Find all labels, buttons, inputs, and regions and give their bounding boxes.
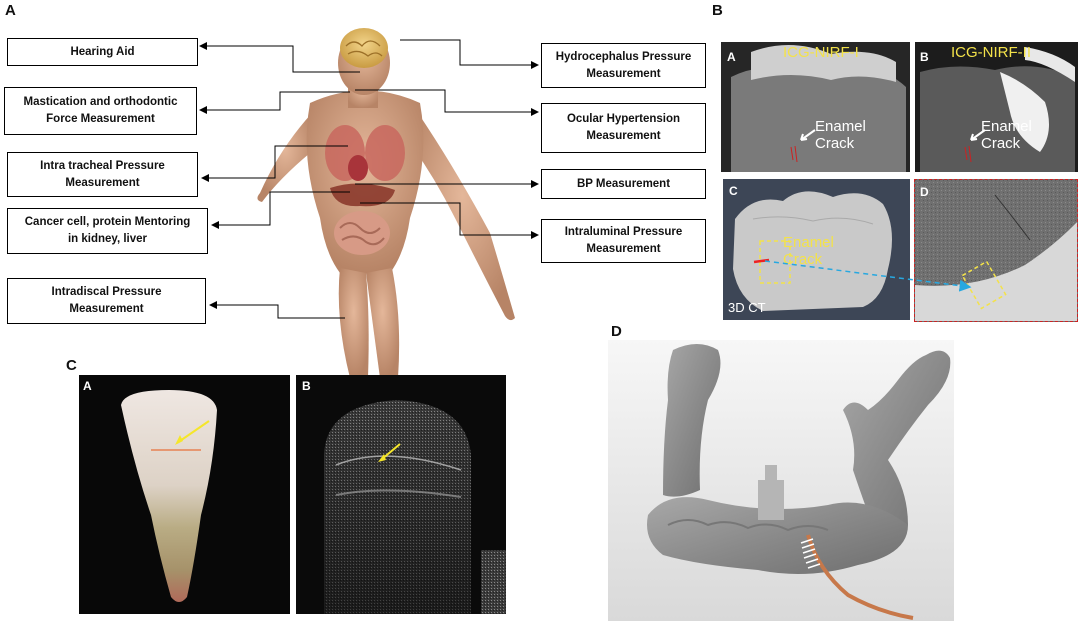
sub-letter: C (729, 184, 738, 198)
callout-text: Mastication and orthodontic Force Measur… (23, 96, 178, 125)
white-arrow-icon (800, 129, 816, 141)
ct-zoom-image: D (914, 179, 1078, 322)
enamel-crack-label: Enamel Crack (815, 118, 866, 153)
sub-letter: D (920, 185, 929, 199)
sub-letter: A (727, 50, 736, 64)
ct-3d-image: C Enamel Crack 3D CT (723, 179, 910, 320)
panel-d-letter: D (611, 323, 622, 340)
panel-a-connectors (199, 39, 539, 319)
white-arrow-icon (970, 129, 986, 141)
ct-3d-label: 3D CT (728, 300, 766, 315)
callout-text: Intra tracheal Pressure Measurement (40, 159, 165, 189)
panel-a-letter: A (5, 2, 16, 19)
callout-text: Cancer cell, protein Mentoring in kidney… (24, 216, 191, 245)
callout-intraluminal-pressure: Intraluminal Pressure Measurement (541, 219, 706, 263)
callout-text: Hydrocephalus Pressure Measurement (555, 50, 692, 80)
tooth-photo: A (79, 375, 290, 614)
callout-ocular-hypertension: Ocular Hypertension Measurement (541, 103, 706, 153)
callout-bp-measurement: BP Measurement (541, 169, 706, 199)
panel-b-letter: B (712, 2, 723, 19)
panel-c-letter: C (66, 357, 77, 374)
nirf-i-title: ICG-NIRF-I (783, 44, 859, 61)
oct-scan-image: B (296, 375, 506, 614)
callout-text: Hearing Aid (70, 45, 135, 58)
enamel-crack-label: Enamel Crack (981, 118, 1032, 153)
callout-hydrocephalus-pressure: Hydrocephalus Pressure Measurement (541, 43, 706, 88)
sub-letter: A (83, 379, 92, 393)
human-anatomy-illustration (257, 28, 515, 378)
blue-dashed-arrow (764, 260, 972, 292)
callout-text: Intraluminal Pressure Measurement (564, 226, 683, 255)
callout-text: BP Measurement (576, 177, 671, 190)
callout-intradiscal-pressure: Intradiscal Pressure Measurement (7, 278, 206, 324)
callout-hearing-aid: Hearing Aid (7, 38, 198, 66)
callout-mastication-force: Mastication and orthodontic Force Measur… (4, 87, 197, 135)
mandible-3d-model (608, 340, 954, 621)
nirf-i-image: A ICG-NIRF-I Enamel Crack (721, 42, 910, 172)
nirf-ii-title: ICG-NIRF-II (951, 44, 1031, 61)
sub-letter: B (920, 50, 929, 64)
callout-text: Intradiscal Pressure Measurement (51, 286, 162, 315)
nirf-ii-image: B ICG-NIRF-II Enamel Crack (915, 42, 1078, 172)
callout-text: Ocular Hypertension Measurement (566, 113, 681, 142)
sub-letter: B (302, 379, 311, 393)
callout-cancer-cell-monitoring: Cancer cell, protein Mentoring in kidney… (7, 208, 208, 254)
callout-intra-tracheal-pressure: Intra tracheal Pressure Measurement (7, 152, 198, 197)
